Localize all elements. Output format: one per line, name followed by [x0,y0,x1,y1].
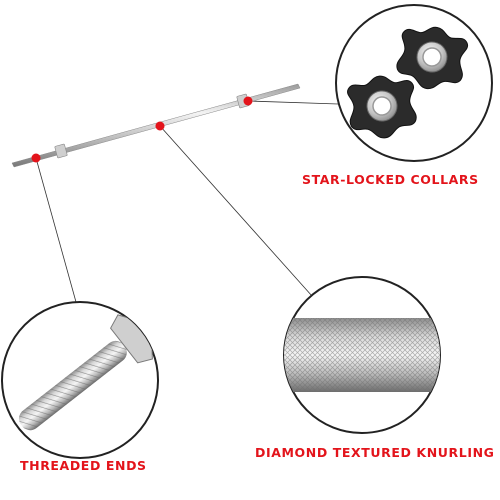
callout-threaded [1,301,159,459]
star-collar-icon [347,75,417,139]
marker-knurling [155,121,165,131]
label-star-locked-collars: STAR-LOCKED COLLARS [302,172,479,187]
leader-line-threaded [35,157,77,303]
leader-lines [35,100,339,303]
label-threaded-ends: THREADED ENDS [20,458,147,473]
label-diamond-textured-knurling: DIAMOND TEXTURED KNURLING [255,445,495,460]
star-collar-icon [396,26,469,90]
knurled-bar-image [284,318,440,392]
leader-line-collars [247,100,339,105]
callout-knurling [283,276,441,434]
collar-left [54,143,68,159]
marker-threaded [31,153,41,163]
markers [31,96,253,163]
callout-collars [335,4,493,162]
marker-collars [243,96,253,106]
leader-line-knurling [159,125,313,297]
